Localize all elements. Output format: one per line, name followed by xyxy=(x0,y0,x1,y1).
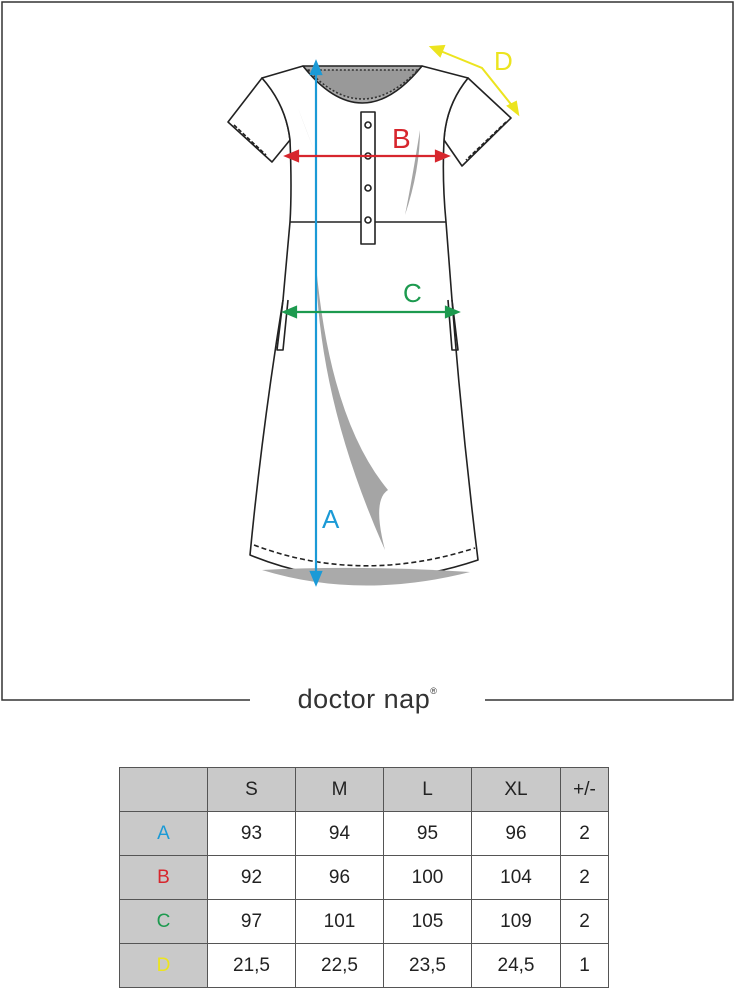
brand-logo: doctor nap® xyxy=(250,684,485,715)
label-d: D xyxy=(494,46,513,76)
label-c: C xyxy=(403,278,422,308)
measure-b xyxy=(283,149,451,163)
table-cell: 21,5 xyxy=(207,943,296,988)
measure-c xyxy=(281,305,461,319)
label-b: B xyxy=(392,123,411,154)
table-header-row: S M L XL +/- xyxy=(119,767,609,812)
table-cell: 101 xyxy=(295,899,384,944)
table-cell: 104 xyxy=(471,855,561,900)
row-label: D xyxy=(119,943,208,988)
table-cell: 96 xyxy=(295,855,384,900)
table-cell: 105 xyxy=(383,899,472,944)
table-cell: 2 xyxy=(560,899,609,944)
size-table: S M L XL +/- A 93 94 95 96 2 B 92 96 100… xyxy=(119,767,609,988)
table-cell: 1 xyxy=(560,943,609,988)
table-cell: 22,5 xyxy=(295,943,384,988)
dress-body xyxy=(249,65,479,580)
table-cell: 95 xyxy=(383,811,472,856)
table-cell: 23,5 xyxy=(383,943,472,988)
table-cell: 92 xyxy=(207,855,296,900)
row-label: C xyxy=(119,899,208,944)
table-cell: 2 xyxy=(560,855,609,900)
header-cell: XL xyxy=(471,767,561,812)
label-a: A xyxy=(322,504,340,534)
table-cell: 93 xyxy=(207,811,296,856)
table-cell: 94 xyxy=(295,811,384,856)
table-row: B 92 96 100 104 2 xyxy=(119,855,609,900)
fold-shading xyxy=(298,108,420,550)
row-label: B xyxy=(119,855,208,900)
table-cell: 109 xyxy=(471,899,561,944)
header-cell: S xyxy=(207,767,296,812)
header-cell: L xyxy=(383,767,472,812)
table-cell: 96 xyxy=(471,811,561,856)
header-cell: +/- xyxy=(560,767,609,812)
table-cell: 24,5 xyxy=(471,943,561,988)
measure-a xyxy=(309,59,323,587)
header-cell: M xyxy=(295,767,384,812)
table-cell: 100 xyxy=(383,855,472,900)
table-row: D 21,5 22,5 23,5 24,5 1 xyxy=(119,943,609,988)
header-cell xyxy=(119,767,208,812)
frame-border xyxy=(1,1,734,701)
table-cell: 2 xyxy=(560,811,609,856)
table-cell: 97 xyxy=(207,899,296,944)
measure-d xyxy=(428,44,520,117)
brand-mark: ® xyxy=(430,686,438,696)
brand-name: doctor nap xyxy=(297,684,431,714)
dress-diagram: A B C D xyxy=(1,1,734,701)
table-row: C 97 101 105 109 2 xyxy=(119,899,609,944)
row-label: A xyxy=(119,811,208,856)
table-row: A 93 94 95 96 2 xyxy=(119,811,609,856)
button-placket xyxy=(360,111,376,245)
